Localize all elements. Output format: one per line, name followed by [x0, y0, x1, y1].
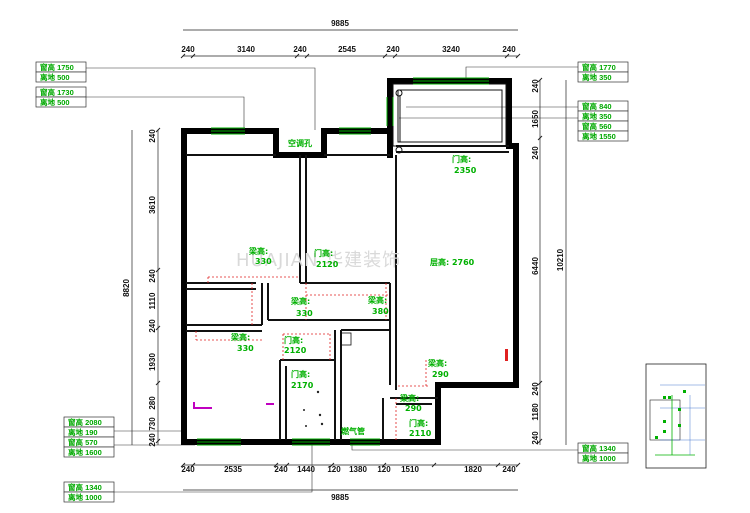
dim-top-total: 9885	[331, 19, 349, 28]
window-4-sill: 离地 350	[582, 111, 612, 121]
door-2110-value: 2110	[409, 429, 432, 438]
window-3-sill: 离地 350	[582, 72, 612, 82]
dim-right-4: 6440	[531, 257, 540, 275]
door-2110-title: 门高:	[409, 418, 428, 428]
beam-330-c-value: 330	[237, 344, 254, 353]
dim-left-2: 3610	[148, 196, 157, 214]
interior-walls	[186, 145, 509, 440]
beam-380-title: 梁高:	[367, 295, 387, 305]
beam-290-b-value: 290	[405, 404, 422, 413]
dimension-lines	[131, 29, 567, 491]
dim-left-6: 1930	[148, 353, 157, 371]
balcony	[392, 83, 507, 154]
fixture-marks	[193, 402, 274, 409]
dim-right-2: 1650	[531, 110, 540, 128]
leader-lines	[86, 66, 578, 493]
dim-right-3: 240	[531, 146, 540, 160]
beam-lines	[195, 276, 430, 440]
dim-left-7: 280	[148, 396, 157, 410]
dim-top-7: 240	[502, 45, 516, 54]
dim-bottom-2: 2535	[224, 465, 242, 474]
door-height-2350-value: 2350	[454, 166, 477, 175]
window-8-height: 窗高 1340	[582, 443, 616, 453]
dim-left-4: 1110	[148, 292, 157, 309]
beam-2760-label: 层高: 2760	[429, 257, 475, 267]
door-2120-a-title: 门高:	[314, 248, 333, 258]
window-1-height: 窗高 1750	[40, 62, 74, 72]
window-1-sill: 离地 500	[40, 72, 70, 82]
window-4-height: 窗高 840	[582, 101, 612, 111]
room-labels: 空调孔 门高: 2350 梁高: 330 门高: 2120 层高: 2760 梁…	[230, 138, 477, 438]
red-fixture	[505, 349, 508, 361]
window-tags	[35, 61, 629, 503]
door-height-2350-title: 门高:	[452, 154, 471, 164]
door-2170-value: 2170	[291, 381, 314, 390]
bath-fixture	[303, 390, 324, 427]
dim-bottom-6: 1380	[349, 465, 367, 474]
door-2120-b-title: 门高:	[284, 335, 303, 345]
dim-top-6: 3240	[442, 45, 460, 54]
dim-left-9: 240	[148, 433, 157, 447]
dim-left-3: 240	[148, 269, 157, 283]
beam-330-b-title: 梁高:	[290, 296, 310, 306]
window-7-sill: 离地 1600	[68, 447, 102, 457]
dim-bottom-total: 9885	[331, 493, 349, 502]
window-5-sill: 离地 1550	[582, 131, 616, 141]
window-tag-text: 窗高 1750 离地 500 窗高 1730 离地 500 窗高 1770 离地…	[40, 62, 616, 502]
dim-left-1: 240	[148, 129, 157, 143]
door-2170-title: 门高:	[291, 369, 310, 379]
dim-right-7: 240	[531, 431, 540, 445]
ac-hole-label: 空调孔	[288, 138, 312, 148]
dim-bottom-7: 120	[377, 465, 391, 474]
dim-left-total: 8820	[122, 279, 131, 297]
door-2120-b-value: 2120	[284, 346, 307, 355]
dim-bottom-10: 240	[502, 465, 516, 474]
window-9-sill: 离地 1000	[68, 492, 102, 502]
dim-bottom-4: 1440	[297, 465, 315, 474]
dim-top-4: 2545	[338, 45, 356, 54]
dim-right-total: 10210	[556, 248, 565, 271]
door-2120-a-value: 2120	[316, 260, 339, 269]
dim-bottom-3: 240	[274, 465, 288, 474]
beam-330-b-value: 330	[296, 309, 313, 318]
beam-290-a-value: 290	[432, 370, 449, 379]
window-2-sill: 离地 500	[40, 97, 70, 107]
window-6-sill: 离地 190	[68, 427, 98, 437]
window-3-height: 窗高 1770	[582, 62, 616, 72]
dimension-ticks	[155, 53, 543, 468]
beam-330-a-value: 330	[255, 257, 272, 266]
window-9-height: 窗高 1340	[68, 482, 102, 492]
window-5-height: 窗高 560	[582, 121, 612, 131]
beam-290-b-title: 梁高:	[399, 393, 419, 403]
gas-pipe-label: 燃气管	[341, 426, 365, 436]
window-7-height: 窗高 570	[68, 437, 98, 447]
dim-right-6: 1180	[531, 403, 540, 421]
dim-bottom-5: 120	[327, 465, 341, 474]
dim-top-1: 240	[181, 45, 195, 54]
dim-top-2: 3140	[237, 45, 255, 54]
watermark: HUAJIAN 华建装饰	[236, 250, 401, 271]
dim-bottom-1: 240	[181, 465, 195, 474]
dim-right-5: 240	[531, 382, 540, 396]
gas-pipe-box	[340, 332, 352, 346]
window-8-sill: 离地 1000	[582, 453, 616, 463]
window-2-height: 窗高 1730	[40, 87, 74, 97]
dim-top-5: 240	[386, 45, 400, 54]
window-6-height: 窗高 2080	[68, 417, 102, 427]
beam-290-a-title: 梁高:	[427, 358, 447, 368]
beam-380-value: 380	[372, 307, 389, 316]
dim-bottom-9: 1820	[464, 465, 482, 474]
windows-glazing	[197, 77, 489, 446]
dim-bottom-8: 1510	[401, 465, 419, 474]
dim-right-1: 240	[531, 79, 540, 93]
beam-330-a-title: 梁高:	[248, 246, 268, 256]
dim-left-8: 730	[148, 417, 157, 431]
dim-top-3: 240	[293, 45, 307, 54]
dim-left-5: 240	[148, 319, 157, 333]
beam-330-c-title: 梁高:	[230, 332, 250, 342]
key-plan	[645, 363, 707, 469]
